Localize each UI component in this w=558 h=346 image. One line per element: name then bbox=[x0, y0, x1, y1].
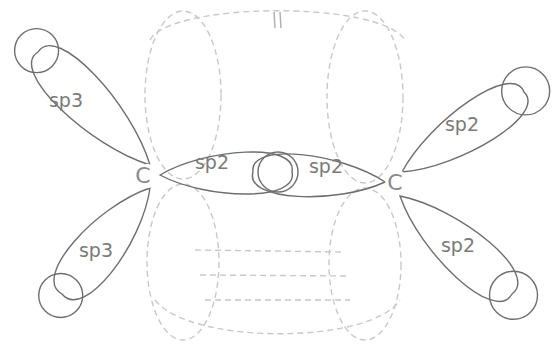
back-lobe bbox=[490, 271, 538, 319]
orbital-lobe bbox=[21, 35, 168, 182]
orbital-lobe bbox=[251, 151, 387, 203]
orbital-label: sp3 bbox=[47, 90, 85, 111]
back-lobe bbox=[502, 67, 550, 115]
pi-cloud-line bbox=[195, 250, 345, 252]
atom-label: C bbox=[385, 171, 404, 195]
atom-label: C bbox=[133, 164, 152, 188]
orbital-label: sp2 bbox=[443, 114, 481, 135]
pi-cloud-line bbox=[200, 275, 350, 276]
tick bbox=[274, 12, 275, 28]
p-lobe bbox=[329, 188, 401, 340]
orbital-label: sp3 bbox=[77, 240, 115, 261]
hybrid-orbitals bbox=[15, 29, 550, 320]
orbital-label: sp2 bbox=[193, 152, 231, 173]
p-lobe bbox=[147, 184, 219, 340]
orbital-label: sp2 bbox=[307, 156, 345, 177]
orbital-lobe bbox=[384, 178, 528, 313]
pi-cloud-bottom bbox=[155, 300, 400, 334]
tick bbox=[280, 12, 281, 28]
pi-cloud-top bbox=[150, 11, 405, 40]
orbital-lobe bbox=[390, 73, 537, 191]
back-lobe bbox=[39, 274, 83, 318]
pi-cloud-line bbox=[205, 299, 350, 300]
back-lobe bbox=[15, 29, 59, 73]
overlap-lobe bbox=[258, 152, 298, 192]
double-bond-mark bbox=[274, 12, 281, 28]
orbital-lobe bbox=[43, 173, 168, 310]
orbital-label: sp2 bbox=[439, 235, 477, 256]
orbital-lobe bbox=[160, 151, 293, 196]
p-orbitals bbox=[145, 11, 405, 340]
